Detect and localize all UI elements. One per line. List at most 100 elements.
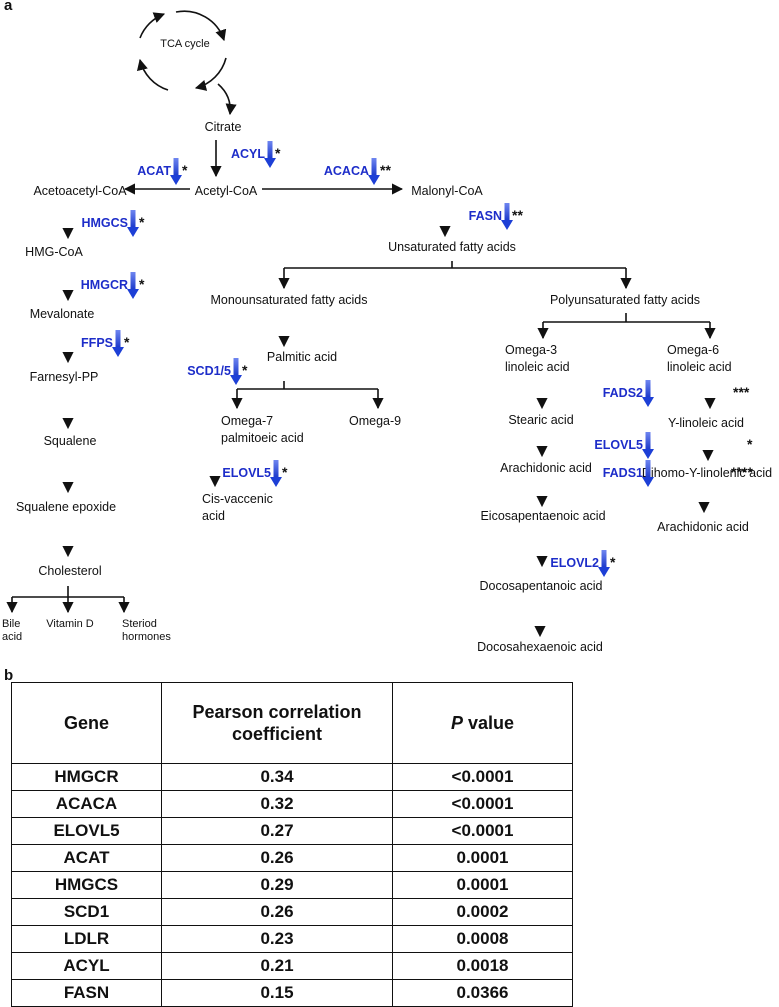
gene-annotation-scd1: SCD1/5* bbox=[187, 358, 248, 385]
cell-gene: ACACA bbox=[11, 790, 162, 818]
node-monounsaturated: Monounsaturated fatty acids bbox=[210, 293, 367, 307]
down-arrow-icon bbox=[371, 158, 377, 177]
significance-stars: * bbox=[282, 464, 288, 480]
cell-pearson: 0.26 bbox=[161, 844, 393, 872]
node-cholesterol: Cholesterol bbox=[38, 564, 101, 578]
significance-stars: * bbox=[275, 145, 281, 161]
node-polyunsaturated: Polyunsaturated fatty acids bbox=[550, 293, 700, 307]
down-arrow-head bbox=[112, 347, 124, 357]
node-arachidonic-right: Arachidonic acid bbox=[657, 520, 749, 534]
table-header-row: Gene Pearson correlation coefficient P v… bbox=[11, 682, 573, 764]
down-arrow-icon bbox=[504, 203, 510, 222]
down-arrow-head bbox=[230, 375, 242, 385]
header-pearson: Pearson correlation coefficient bbox=[161, 682, 393, 764]
cell-p-value: <0.0001 bbox=[392, 817, 573, 845]
down-arrow-head bbox=[170, 175, 182, 185]
node-squalene-epoxide: Squalene epoxide bbox=[16, 500, 116, 514]
down-arrow-icon bbox=[173, 158, 179, 177]
gene-label: ACACA bbox=[324, 164, 369, 178]
significance-stars: * bbox=[242, 362, 248, 378]
cell-gene: HMGCR bbox=[11, 763, 162, 791]
significance-stars: * bbox=[139, 276, 145, 292]
cell-gene: HMGCS bbox=[11, 871, 162, 899]
cell-gene: ACAT bbox=[11, 844, 162, 872]
cell-p-value: 0.0008 bbox=[392, 925, 573, 953]
node-stearic: Stearic acid bbox=[508, 413, 573, 427]
gene-label: FASN bbox=[469, 209, 502, 223]
node-dha: Docosahexaenoic acid bbox=[477, 640, 603, 654]
significance-stars: *** bbox=[733, 384, 750, 400]
node-dpa: Docosapentanoic acid bbox=[480, 579, 603, 593]
significance-stars: ** bbox=[512, 207, 523, 223]
node-squalene: Squalene bbox=[44, 434, 97, 448]
correlation-table: Gene Pearson correlation coefficient P v… bbox=[11, 682, 573, 1007]
cell-pearson: 0.29 bbox=[161, 871, 393, 899]
node-malonyl-coa: Malonyl-CoA bbox=[411, 184, 483, 198]
down-arrow-head bbox=[642, 477, 654, 487]
gene-label: FADS1 bbox=[603, 466, 643, 480]
gene-label: FADS2 bbox=[603, 386, 643, 400]
cell-p-value: 0.0018 bbox=[392, 952, 573, 980]
node-bile-acid: Bile bbox=[2, 618, 20, 630]
gene-label: ELOVL5 bbox=[222, 466, 271, 480]
node-hmg-coa: HMG-CoA bbox=[25, 245, 83, 259]
down-arrow-head bbox=[642, 397, 654, 407]
significance-stars: * bbox=[124, 334, 130, 350]
cell-p-value: 0.0001 bbox=[392, 871, 573, 899]
node-omega6: Omega-6 bbox=[667, 343, 719, 357]
significance-stars: **** bbox=[731, 464, 753, 480]
node-steroid-hormones: Steriod bbox=[122, 618, 157, 630]
down-arrow-icon bbox=[233, 358, 239, 377]
svg-text:linoleic acid: linoleic acid bbox=[505, 360, 570, 374]
down-arrow-icon bbox=[130, 272, 136, 291]
gene-annotation-acaca: ACACA** bbox=[324, 158, 391, 185]
cell-p-value: <0.0001 bbox=[392, 763, 573, 791]
node-citrate: Citrate bbox=[205, 120, 242, 134]
node-y-linoleic: Y-linoleic acid bbox=[668, 416, 744, 430]
down-arrow-icon bbox=[115, 330, 121, 349]
significance-stars: * bbox=[610, 554, 616, 570]
down-arrow-icon bbox=[273, 460, 279, 479]
cell-gene: LDLR bbox=[11, 925, 162, 953]
gene-annotation-acat: ACAT* bbox=[137, 158, 188, 185]
pathway-diagram: TCA cycle Citrate Acetyl-CoA Malonyl-CoA… bbox=[2, 10, 772, 654]
cell-pearson: 0.27 bbox=[161, 817, 393, 845]
node-omega3: Omega-3 bbox=[505, 343, 557, 357]
cell-gene: FASN bbox=[11, 979, 162, 1007]
gene-label: HMGCR bbox=[81, 278, 128, 292]
node-acetyl-coa: Acetyl-CoA bbox=[195, 184, 258, 198]
svg-text:linoleic acid: linoleic acid bbox=[667, 360, 732, 374]
down-arrow-icon bbox=[645, 460, 651, 479]
cell-pearson: 0.23 bbox=[161, 925, 393, 953]
gene-annotation-ffps: FFPS * bbox=[81, 330, 130, 357]
down-arrow-head bbox=[264, 158, 276, 168]
gene-annotation-elovl2: ELOVL2* bbox=[550, 550, 616, 577]
cell-p-value: 0.0366 bbox=[392, 979, 573, 1007]
down-arrow-head bbox=[127, 227, 139, 237]
node-omega7: Omega-7 bbox=[221, 414, 273, 428]
down-arrow-head bbox=[368, 175, 380, 185]
cell-p-value: <0.0001 bbox=[392, 790, 573, 818]
header-p-value: P value bbox=[392, 682, 573, 764]
down-arrow-icon bbox=[601, 550, 607, 569]
significance-stars: * bbox=[139, 214, 145, 230]
header-gene: Gene bbox=[11, 682, 162, 764]
cell-gene: ACYL bbox=[11, 952, 162, 980]
cell-pearson: 0.21 bbox=[161, 952, 393, 980]
node-unsaturated: Unsaturated fatty acids bbox=[388, 240, 516, 254]
gene-label: FFPS bbox=[81, 336, 113, 350]
gene-annotation-elovl5-right: ELOVL5 * bbox=[594, 432, 753, 459]
down-arrow-head bbox=[501, 220, 513, 230]
svg-text:acid: acid bbox=[2, 631, 22, 643]
node-farnesyl-pp: Farnesyl-PP bbox=[30, 370, 99, 384]
cell-gene: ELOVL5 bbox=[11, 817, 162, 845]
cell-p-value: 0.0002 bbox=[392, 898, 573, 926]
gene-label: ELOVL5 bbox=[594, 438, 643, 452]
significance-stars: * bbox=[747, 436, 753, 452]
node-epa: Eicosapentaenoic acid bbox=[480, 509, 605, 523]
